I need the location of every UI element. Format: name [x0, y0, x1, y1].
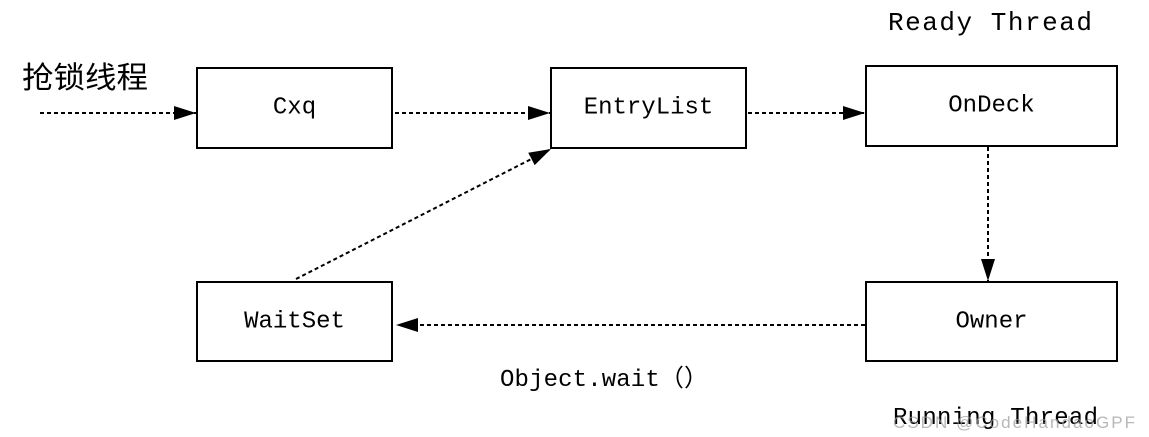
entry-list-box	[550, 67, 747, 149]
on-deck-label: OnDeck	[948, 93, 1034, 120]
arrow-waitset-to-entrylist	[295, 148, 552, 280]
node-entry-list: EntryList	[550, 67, 747, 149]
lock-thread-label: 抢锁线程	[22, 61, 148, 96]
node-on-deck: OnDeck	[865, 65, 1118, 147]
on-deck-box	[865, 65, 1118, 147]
owner-label: Owner	[955, 309, 1027, 336]
cxq-label: Cxq	[273, 95, 316, 122]
wait-set-box	[196, 281, 393, 362]
owner-box	[865, 281, 1118, 362]
wait-set-label: WaitSet	[244, 309, 345, 336]
object-wait-label: Object.wait（）	[500, 366, 708, 394]
running-thread-label: Running Thread	[893, 405, 1098, 432]
cxq-box	[196, 67, 393, 149]
ready-thread-label: Ready Thread	[888, 8, 1092, 38]
node-wait-set: WaitSet	[196, 281, 393, 362]
node-owner: Owner	[865, 281, 1118, 362]
node-cxq: Cxq	[196, 67, 393, 149]
csdn-watermark: CSDN @CodeHandaoGPF	[893, 413, 1135, 432]
entry-list-label: EntryList	[584, 95, 714, 122]
